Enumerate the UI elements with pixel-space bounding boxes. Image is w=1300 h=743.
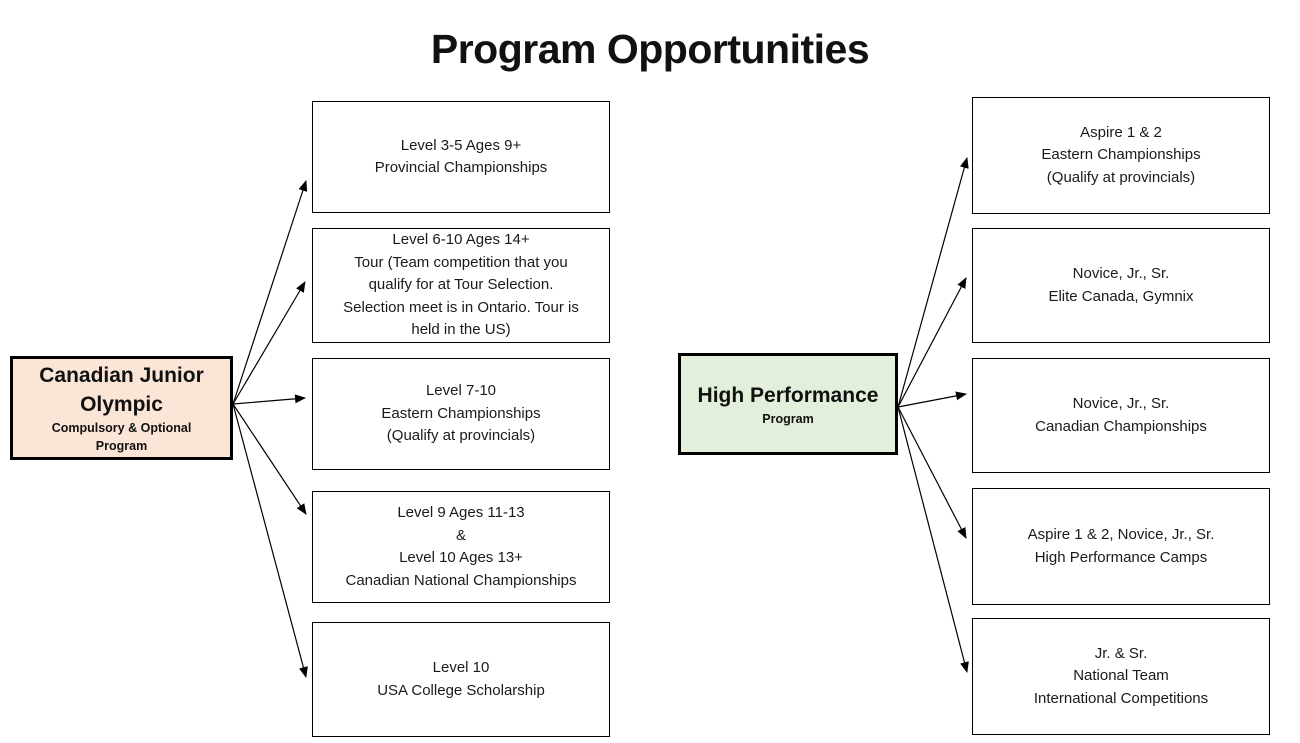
connector-arrow [897,391,967,408]
box-line: qualify for at Tour Selection. [368,276,554,294]
box-line: Eastern Championships [1041,146,1201,164]
box-line: Level 10 Ages 13+ [399,549,523,566]
box-line: Level 7-10 [425,382,497,400]
box-line: High Performance Camps [1034,548,1208,566]
box-line: Level 6-10 Ages 14+ [392,231,530,249]
outcome-box: Level 10 USA College Scholarship [312,622,610,737]
outcome-box: Aspire 1 & 2, Novice, Jr., Sr. High Perfo… [972,488,1270,605]
page-title: Program Opportunities [430,26,870,72]
box-line: Level 9 Ages 11-13 [397,504,525,521]
box-line: Jr. & Sr. [1094,644,1148,662]
box-line: & [455,526,466,544]
node-high-performance: High Performance Program [678,353,898,455]
box-line: Selection meet is in Ontario. Tour is [343,298,579,316]
box-line: Aspire 1 & 2 [1080,123,1162,141]
outcome-box: Novice, Jr., Sr. Canadian Championships [972,358,1270,473]
connector-arrow [897,406,969,673]
connector-arrow [232,403,308,678]
connector-arrow [232,281,306,405]
outcome-box: Level 3-5 Ages 9+ Provincial Championship… [312,101,610,213]
outcome-box: Novice, Jr., Sr. Elite Canada, Gymnix [972,228,1270,343]
box-line: Elite Canada, Gymnix [1048,287,1194,305]
connector-arrow [897,406,967,539]
box-line: Level 3-5 Ages 9+ [400,136,522,154]
box-line: Tour (Team competition that you [354,253,568,271]
connector-arrow [897,277,967,408]
node-title: Canadian Junior Olympic [39,364,204,416]
connector-arrow [232,180,308,405]
node-subtitle: Program [762,411,814,426]
box-line: (Qualify at provincials) [1046,168,1196,186]
box-line: Novice, Jr., Sr. [1072,395,1170,412]
outcome-box: Level 9 Ages 11-13 & Level 10 Ages 13+ Cana… [312,491,610,603]
outcome-box: Level 6-10 Ages 14+ Tour (Team competitio… [312,228,610,343]
connector-arrow [897,157,969,408]
box-line: (Qualify at provincials) [386,427,536,445]
box-line: National Team [1073,667,1169,685]
box-line: Canadian National Championships [345,571,577,589]
node-subtitle: Compulsory & Optional Program [51,421,192,453]
box-line: Provincial Championships [374,159,548,176]
connector-arrow [232,394,306,405]
box-line: International Competitions [1033,689,1209,707]
box-line: held in the US) [411,321,511,339]
box-line: Canadian Championships [1035,417,1207,435]
box-line: USA College Scholarship [377,681,545,699]
box-line: Eastern Championships [381,404,541,422]
box-line: Aspire 1 & 2, Novice, Jr., Sr. [1027,526,1215,543]
node-canadian-junior-olympic: Canadian Junior Olympic Compulsory & Opt… [10,356,233,460]
connector-arrow [232,403,307,515]
outcome-box: Aspire 1 & 2 Eastern Championships (Qualif… [972,97,1270,214]
box-line: Level 10 [432,659,490,676]
node-title: High Performance [697,383,879,407]
box-line: Novice, Jr., Sr. [1072,265,1170,282]
